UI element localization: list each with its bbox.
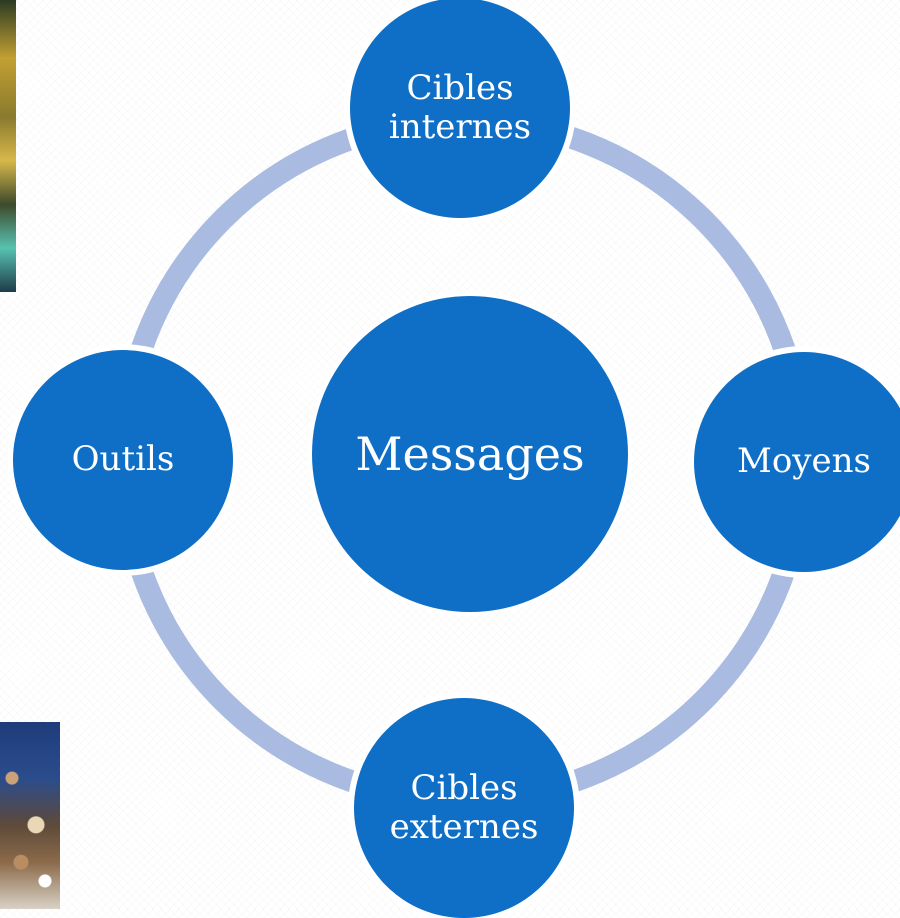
node-cibles-externes: Cibles externes bbox=[354, 698, 574, 918]
decorative-photo-top bbox=[0, 0, 16, 292]
decorative-photo-bottom bbox=[0, 722, 60, 909]
node-moyens: Moyens bbox=[694, 352, 900, 572]
node-cibles-externes-label: Cibles externes bbox=[389, 767, 539, 847]
node-messages-label: Messages bbox=[355, 426, 585, 481]
node-outils: Outils bbox=[13, 350, 233, 570]
node-moyens-label: Moyens bbox=[737, 441, 871, 482]
node-outils-label: Outils bbox=[71, 439, 175, 480]
node-messages-center: Messages bbox=[312, 296, 628, 612]
node-cibles-internes-label: Cibles internes bbox=[388, 67, 532, 147]
node-cibles-internes: Cibles internes bbox=[350, 0, 570, 218]
